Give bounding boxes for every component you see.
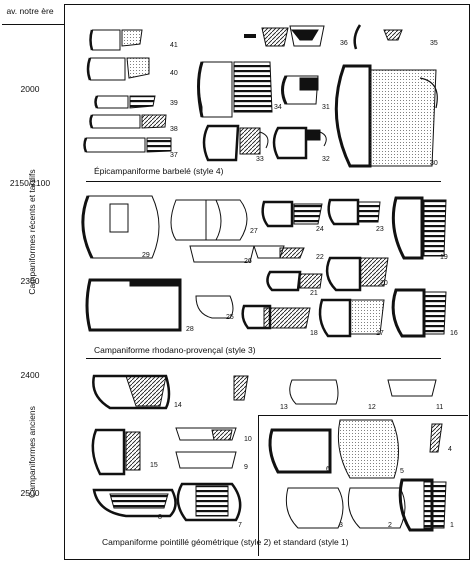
- vessel-number-37: 37: [170, 152, 178, 159]
- vessel-10: [175, 427, 237, 441]
- timeline-column: av. notre ère 2000 2150/2100 2300 2400 2…: [0, 0, 62, 566]
- vessel-number-38: 38: [170, 126, 178, 133]
- vessel-number-17: 17: [376, 330, 384, 337]
- vessel-number-28: 28: [186, 326, 194, 333]
- vessel-number-3: 3: [339, 522, 343, 529]
- vessel-number-10: 10: [244, 436, 252, 443]
- vessel-5: [337, 419, 399, 479]
- vessel-29: [81, 195, 160, 259]
- vessel-number-33: 33: [256, 156, 264, 163]
- vessel-9: [175, 451, 237, 469]
- vessel-26: [189, 245, 255, 263]
- caption-style4: Épicampaniforme barbelé (style 4): [94, 166, 224, 176]
- vessel-number-1: 1: [450, 522, 454, 529]
- standard-style-inset-box: [258, 415, 468, 556]
- caption-style3: Campaniforme rhodano-provençal (style 3): [94, 345, 256, 355]
- vessel-12: [289, 379, 339, 405]
- caption-style1-2: Campaniforme pointillé géométrique (styl…: [102, 537, 349, 547]
- vessel-number-16: 16: [450, 330, 458, 337]
- date-2150-2100: 2150/2100: [9, 178, 51, 188]
- vessel-30: [334, 64, 438, 168]
- vessel-number-20: 20: [380, 280, 388, 287]
- vessel-2: [347, 487, 406, 529]
- vessel-31: [281, 75, 319, 105]
- timeline-axis-line: [64, 4, 65, 560]
- date-2000: 2000: [20, 84, 40, 94]
- date-2400: 2400: [20, 370, 40, 380]
- vessel-number-41: 41: [170, 42, 178, 49]
- vessel-4: [429, 423, 443, 453]
- vessel-number-40: 40: [170, 70, 178, 77]
- vessel-22: [253, 245, 305, 259]
- vessel-number-25: 25: [226, 314, 234, 321]
- vessel-number-31: 31: [322, 104, 330, 111]
- timeline-header: av. notre ère: [6, 6, 54, 16]
- vessel-35: [353, 24, 403, 50]
- vessel-21: [266, 270, 323, 292]
- vessel-25: [195, 295, 234, 319]
- vessel-16: [391, 288, 447, 338]
- vessel-number-9: 9: [244, 464, 248, 471]
- vessel-6: [268, 428, 332, 474]
- vessel-8: [92, 488, 177, 518]
- section-separator-style4: [86, 181, 441, 182]
- vessel-number-24: 24: [316, 226, 324, 233]
- vessel-37: [83, 137, 172, 153]
- vessel-number-15: 15: [150, 462, 158, 469]
- vessel-28: [85, 278, 182, 332]
- vessel-number-6: 6: [326, 466, 330, 473]
- vessel-20: [325, 256, 389, 292]
- timeline-header-rule: [2, 24, 64, 25]
- vessel-number-8: 8: [158, 514, 162, 521]
- vessel-17: [318, 298, 385, 338]
- vessel-23: [327, 198, 381, 226]
- vessel-number-14: 14: [174, 402, 182, 409]
- vessel-27: [170, 199, 248, 241]
- vessel-number-32: 32: [322, 156, 330, 163]
- vessel-24: [261, 200, 323, 228]
- vessel-number-30: 30: [430, 160, 438, 167]
- vessel-number-26: 26: [244, 258, 252, 265]
- vessel-number-21: 21: [310, 290, 318, 297]
- vessel-number-4: 4: [448, 446, 452, 453]
- vessel-number-35: 35: [430, 40, 438, 47]
- date-2300: 2300: [20, 276, 40, 286]
- vessel-3: [285, 487, 344, 529]
- vessel-34: [197, 61, 273, 118]
- vessel-number-22: 22: [316, 254, 324, 261]
- vessel-36: [244, 25, 325, 47]
- vessel-13: [233, 375, 249, 401]
- vessel-number-36: 36: [340, 40, 348, 47]
- vessel-32: [272, 126, 327, 160]
- vessel-number-13: 13: [280, 404, 288, 411]
- vessel-39: [94, 95, 156, 109]
- vessel-number-18: 18: [310, 330, 318, 337]
- vessel-number-5: 5: [400, 468, 404, 475]
- vessel-number-23: 23: [376, 226, 384, 233]
- vessel-1: [398, 478, 447, 532]
- vessel-40: [86, 57, 150, 81]
- date-2500: 2500: [20, 488, 40, 498]
- vessel-number-27: 27: [250, 228, 258, 235]
- figure-frame: [64, 4, 470, 560]
- vessel-number-11: 11: [436, 404, 444, 411]
- vessel-38: [89, 114, 167, 129]
- vessel-number-2: 2: [388, 522, 392, 529]
- vessel-19: [391, 196, 447, 260]
- vessel-11: [387, 379, 437, 397]
- vessel-number-39: 39: [170, 100, 178, 107]
- vessel-33: [202, 124, 269, 162]
- vessel-number-34: 34: [274, 104, 282, 111]
- vessel-15: [91, 428, 141, 476]
- vessel-number-7: 7: [238, 522, 242, 529]
- vessel-14: [92, 374, 171, 410]
- vessel-number-12: 12: [368, 404, 376, 411]
- section-separator-style3: [86, 358, 441, 359]
- vessel-number-29: 29: [142, 252, 150, 259]
- vessel-41: [89, 29, 143, 51]
- vessel-number-19: 19: [440, 254, 448, 261]
- vessel-7: [176, 482, 242, 522]
- vessel-18: [241, 304, 311, 330]
